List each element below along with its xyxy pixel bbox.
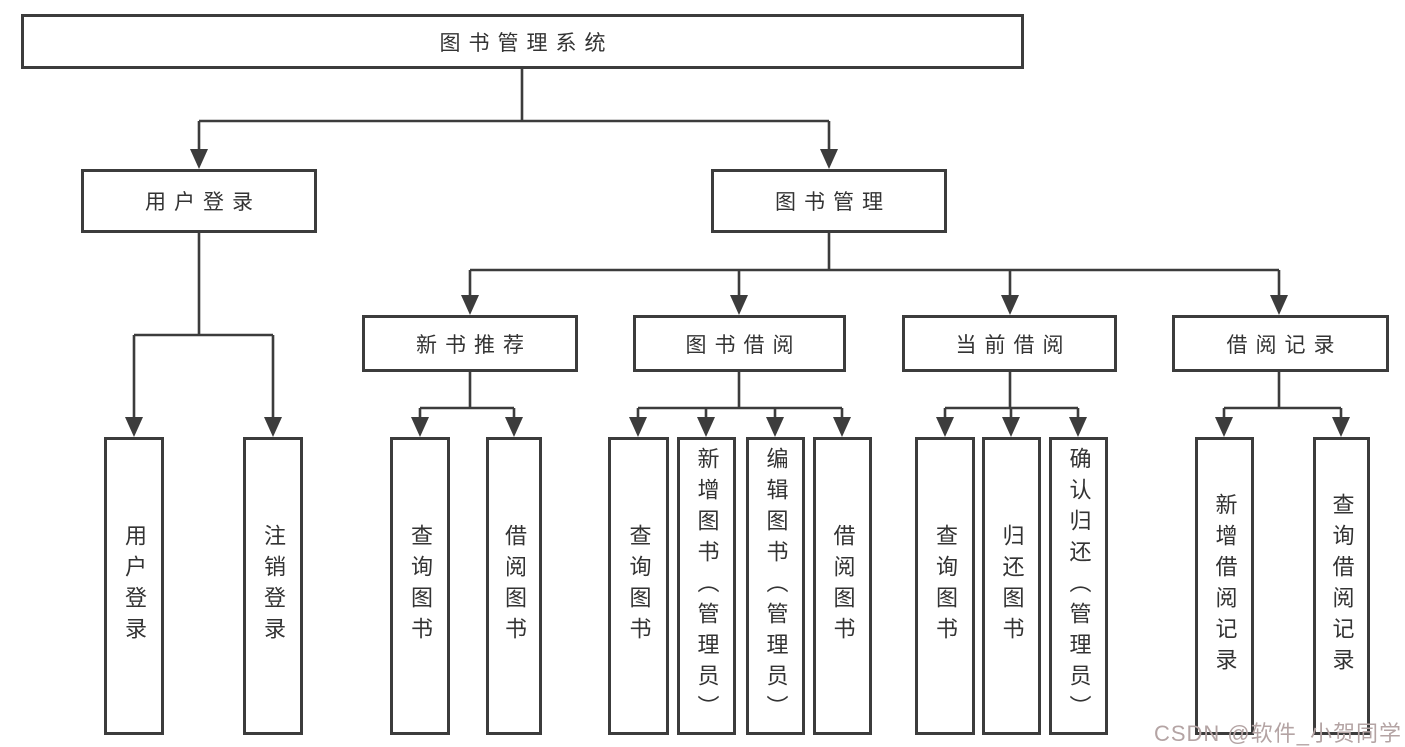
arrowhead-icon bbox=[461, 295, 479, 315]
node-library-management-system: 图书管理系统 bbox=[21, 14, 1024, 69]
arrowhead-icon bbox=[629, 417, 647, 437]
leaf-label: 借阅图书 bbox=[830, 524, 856, 648]
leaf-label: 用户登录 bbox=[122, 524, 147, 648]
arrowhead-icon bbox=[833, 417, 851, 437]
node-label: 借阅记录 bbox=[1226, 333, 1343, 357]
leaf-label: 查询图书 bbox=[626, 524, 652, 648]
leaf-label: 新增借阅记录 bbox=[1212, 493, 1238, 679]
leaf-query-books: 查询图书 bbox=[608, 437, 669, 735]
leaf-edit-books-admin: 编辑图书（管理员） bbox=[746, 437, 805, 735]
leaf-add-borrow-record: 新增借阅记录 bbox=[1195, 437, 1254, 735]
leaf-label: 查询图书 bbox=[408, 524, 433, 648]
leaf-query-books: 查询图书 bbox=[915, 437, 975, 735]
node-user-login: 用户登录 bbox=[81, 169, 317, 233]
connector-recommendation-to-leaves bbox=[411, 372, 523, 437]
leaf-logout: 注销登录 bbox=[243, 437, 303, 735]
connector-records-to-leaves bbox=[1215, 372, 1350, 437]
arrowhead-icon bbox=[505, 417, 523, 437]
leaf-borrow-books: 借阅图书 bbox=[813, 437, 872, 735]
watermark: CSDN @软件_小贺同学 bbox=[1153, 721, 1402, 746]
arrowhead-icon bbox=[1215, 417, 1233, 437]
leaf-label: 查询图书 bbox=[933, 524, 958, 648]
leaf-user-login: 用户登录 bbox=[104, 437, 164, 735]
connector-root-to-level2 bbox=[190, 69, 838, 169]
leaf-label: 确认归还（管理员） bbox=[1066, 446, 1092, 726]
arrowhead-icon bbox=[1069, 417, 1087, 437]
leaf-label: 归还图书 bbox=[999, 524, 1025, 648]
arrowhead-icon bbox=[411, 417, 429, 437]
arrowhead-icon bbox=[697, 417, 715, 437]
arrowhead-icon bbox=[190, 149, 208, 169]
connector-current-borrowing-to-leaves bbox=[936, 372, 1087, 437]
leaf-add-books-admin: 新增图书（管理员） bbox=[677, 437, 736, 735]
leaf-label: 新增图书（管理员） bbox=[694, 446, 720, 726]
leaf-query-borrow-record: 查询借阅记录 bbox=[1313, 437, 1370, 735]
node-borrowing-records: 借阅记录 bbox=[1172, 315, 1389, 372]
arrowhead-icon bbox=[125, 417, 143, 437]
arrowhead-icon bbox=[730, 295, 748, 315]
arrowhead-icon bbox=[1270, 295, 1288, 315]
arrowhead-icon bbox=[766, 417, 784, 437]
arrowhead-icon bbox=[1002, 417, 1020, 437]
node-book-management: 图书管理 bbox=[711, 169, 947, 233]
leaf-label: 编辑图书（管理员） bbox=[763, 446, 789, 726]
node-label: 当前借阅 bbox=[955, 333, 1072, 357]
arrowhead-icon bbox=[1332, 417, 1350, 437]
node-current-borrowing: 当前借阅 bbox=[902, 315, 1117, 372]
arrowhead-icon bbox=[1001, 295, 1019, 315]
leaf-label: 注销登录 bbox=[261, 524, 286, 648]
arrowhead-icon bbox=[820, 149, 838, 169]
leaf-label: 查询借阅记录 bbox=[1329, 493, 1355, 679]
arrowhead-icon bbox=[936, 417, 954, 437]
connector-book-management-to-level3 bbox=[461, 233, 1288, 315]
leaf-label: 借阅图书 bbox=[502, 524, 527, 648]
leaf-borrow-books: 借阅图书 bbox=[486, 437, 542, 735]
arrowhead-icon bbox=[264, 417, 282, 437]
node-label: 图书管理 bbox=[775, 191, 891, 214]
node-label: 图书借阅 bbox=[685, 333, 802, 357]
leaf-query-books: 查询图书 bbox=[390, 437, 450, 735]
node-label: 图书管理系统 bbox=[439, 31, 614, 55]
node-book-borrowing: 图书借阅 bbox=[633, 315, 846, 372]
leaf-confirm-return-admin: 确认归还（管理员） bbox=[1049, 437, 1108, 735]
node-new-book-recommendation: 新书推荐 bbox=[362, 315, 578, 372]
leaf-return-books: 归还图书 bbox=[982, 437, 1041, 735]
node-label: 新书推荐 bbox=[416, 333, 532, 357]
node-label: 用户登录 bbox=[145, 191, 261, 214]
connector-user-login-to-leaves bbox=[125, 233, 282, 437]
connector-borrowing-to-leaves bbox=[629, 372, 851, 437]
